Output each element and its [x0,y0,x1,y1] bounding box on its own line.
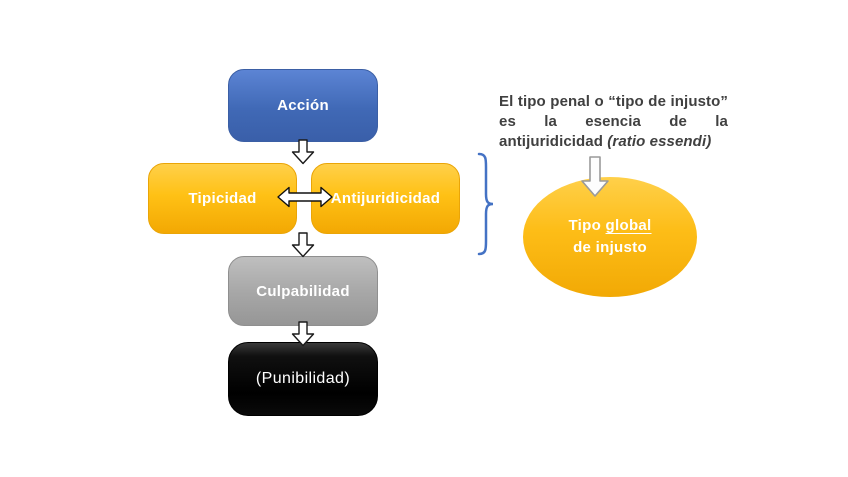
down-arrow-icon [291,232,315,258]
annotation-line-3: antijuridicidad (ratio essendi) [499,133,712,150]
underlined-word: global [605,217,652,234]
ellipse-line-2: de injusto [573,239,647,256]
down-arrow-icon [581,156,609,197]
node-tipicidad: Tipicidad [148,163,297,234]
node-tipo-global-de-injusto: Tipo global de injusto [523,177,697,297]
annotation-line-2: es la esencia de la [499,113,728,130]
ellipse-line-1: Tipo global [568,217,652,234]
node-culpabilidad-label: Culpabilidad [256,282,350,300]
annotation-line-1: El tipo penal o “tipo de injusto” [499,93,728,110]
double-arrow-icon [277,186,333,208]
node-punibilidad: (Punibilidad) [228,342,378,416]
down-arrow-icon [291,139,315,165]
ratio-essendi-italic: (ratio essendi) [607,133,712,150]
node-antijuridicidad-label: Antijuridicidad [330,190,441,207]
node-punibilidad-label: (Punibilidad) [255,370,351,387]
node-accion-label: Acción [277,97,329,114]
node-antijuridicidad: Antijuridicidad [311,163,460,234]
node-tipicidad-label: Tipicidad [188,190,257,207]
annotation-text: El tipo penal o “tipo de injusto” es la … [499,92,728,152]
down-arrow-icon [291,321,315,347]
node-culpabilidad: Culpabilidad [228,256,378,326]
node-accion: Acción [228,69,378,142]
curly-brace-icon [477,152,494,256]
